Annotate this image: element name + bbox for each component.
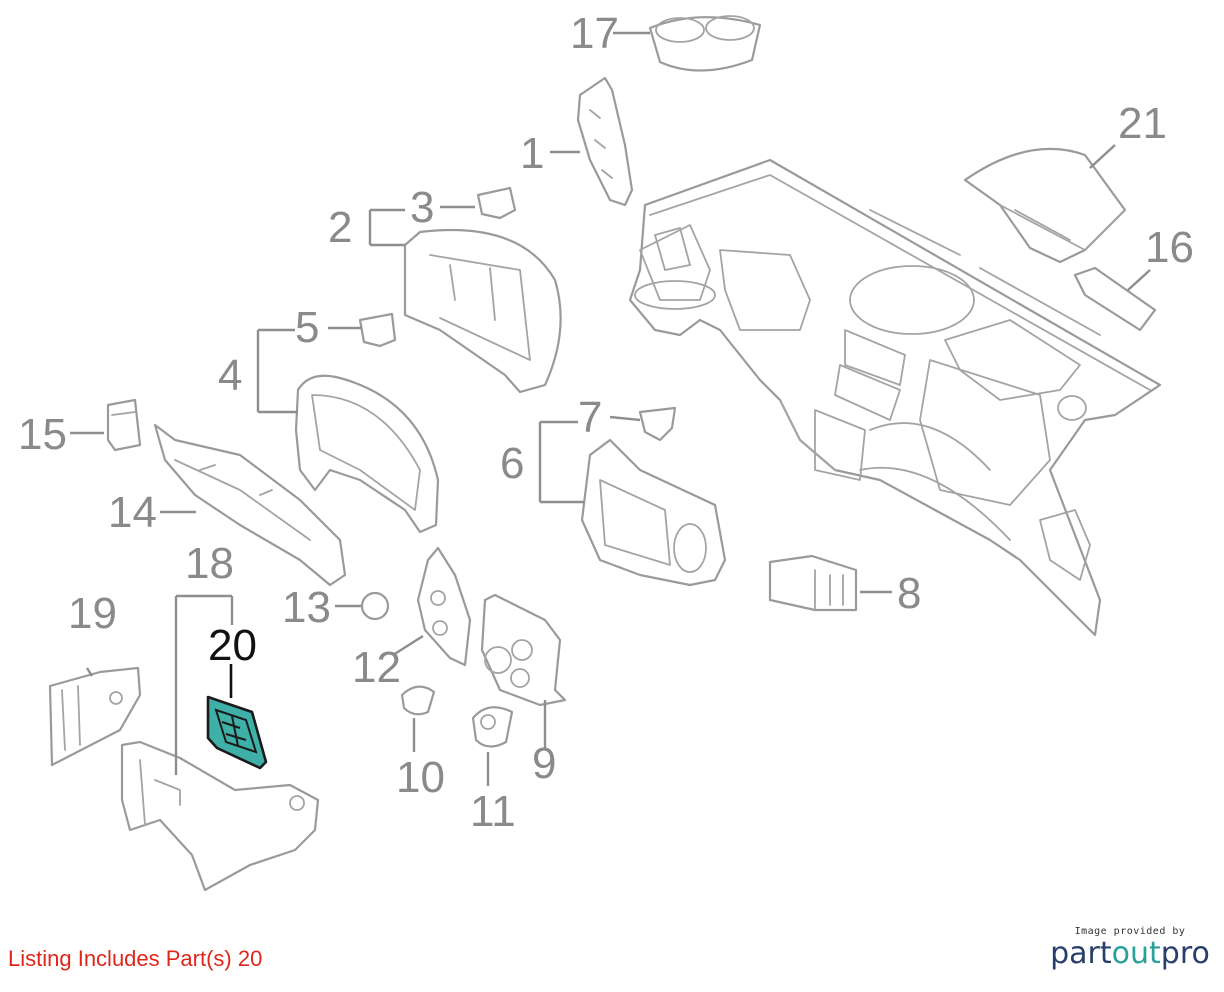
callout-9: 9 xyxy=(532,739,556,788)
part-5-clip xyxy=(358,312,397,348)
credit-caption: Image provided by xyxy=(1074,926,1186,937)
part-6-center-bezel xyxy=(580,438,727,587)
part-15-switch xyxy=(106,398,142,452)
callout-18: 18 xyxy=(185,539,234,588)
callout-11: 11 xyxy=(470,787,516,836)
part-3-clip xyxy=(476,186,517,220)
part-21-top-panel xyxy=(963,147,1127,264)
callout-14: 14 xyxy=(108,488,157,537)
part-10-knob xyxy=(400,685,436,716)
callout-6: 6 xyxy=(500,439,524,488)
part-17-cup-holder xyxy=(648,15,762,72)
part-9-switch-panel xyxy=(480,593,567,707)
partoutpro-logo: partoutpro xyxy=(1050,937,1210,971)
callout-5: 5 xyxy=(295,303,319,352)
part-2-cluster-hood xyxy=(403,228,562,394)
part-4-cluster-bezel xyxy=(294,374,440,534)
callout-19: 19 xyxy=(68,589,117,638)
leader-lines xyxy=(70,31,1151,786)
listing-note: Listing Includes Part(s) 20 xyxy=(8,946,263,971)
callout-20: 20 xyxy=(208,621,257,670)
callout-8: 8 xyxy=(897,569,921,618)
callout-15: 15 xyxy=(18,410,67,459)
part-20-highlighted-panel xyxy=(206,695,268,770)
callout-16: 16 xyxy=(1145,223,1194,272)
callout-1: 1 xyxy=(520,129,544,178)
callout-12: 12 xyxy=(352,643,401,692)
callout-21: 21 xyxy=(1118,99,1167,148)
part-12-side-bracket xyxy=(416,546,472,667)
callout-10: 10 xyxy=(396,753,445,802)
part-16-switch-bank xyxy=(1073,266,1157,332)
part-18-knee-panel xyxy=(120,740,320,892)
logo-part: part xyxy=(1050,936,1112,971)
logo-out: out xyxy=(1111,936,1161,971)
part-14-lower-panel xyxy=(153,423,347,587)
part-7-clip xyxy=(638,406,677,442)
logo-pro: pro xyxy=(1160,936,1210,971)
callout-7: 7 xyxy=(578,393,602,442)
callout-17: 17 xyxy=(570,9,619,58)
callout-4: 4 xyxy=(218,351,242,400)
callout-2: 2 xyxy=(328,203,352,252)
image-credit: Image provided by partoutpro xyxy=(1050,926,1210,971)
part-11-knob xyxy=(471,706,514,748)
part-19-side-cover xyxy=(48,666,142,767)
callout-labels: 17 1 3 2 5 4 15 14 7 6 21 16 8 18 13 19 … xyxy=(18,9,1194,836)
part-8-storage-pocket xyxy=(768,554,858,612)
callout-13: 13 xyxy=(282,583,331,632)
part-13-cap xyxy=(360,591,390,621)
part-1-side-trim xyxy=(576,76,634,207)
callout-3: 3 xyxy=(410,183,434,232)
dashboard-panel xyxy=(628,158,1162,637)
